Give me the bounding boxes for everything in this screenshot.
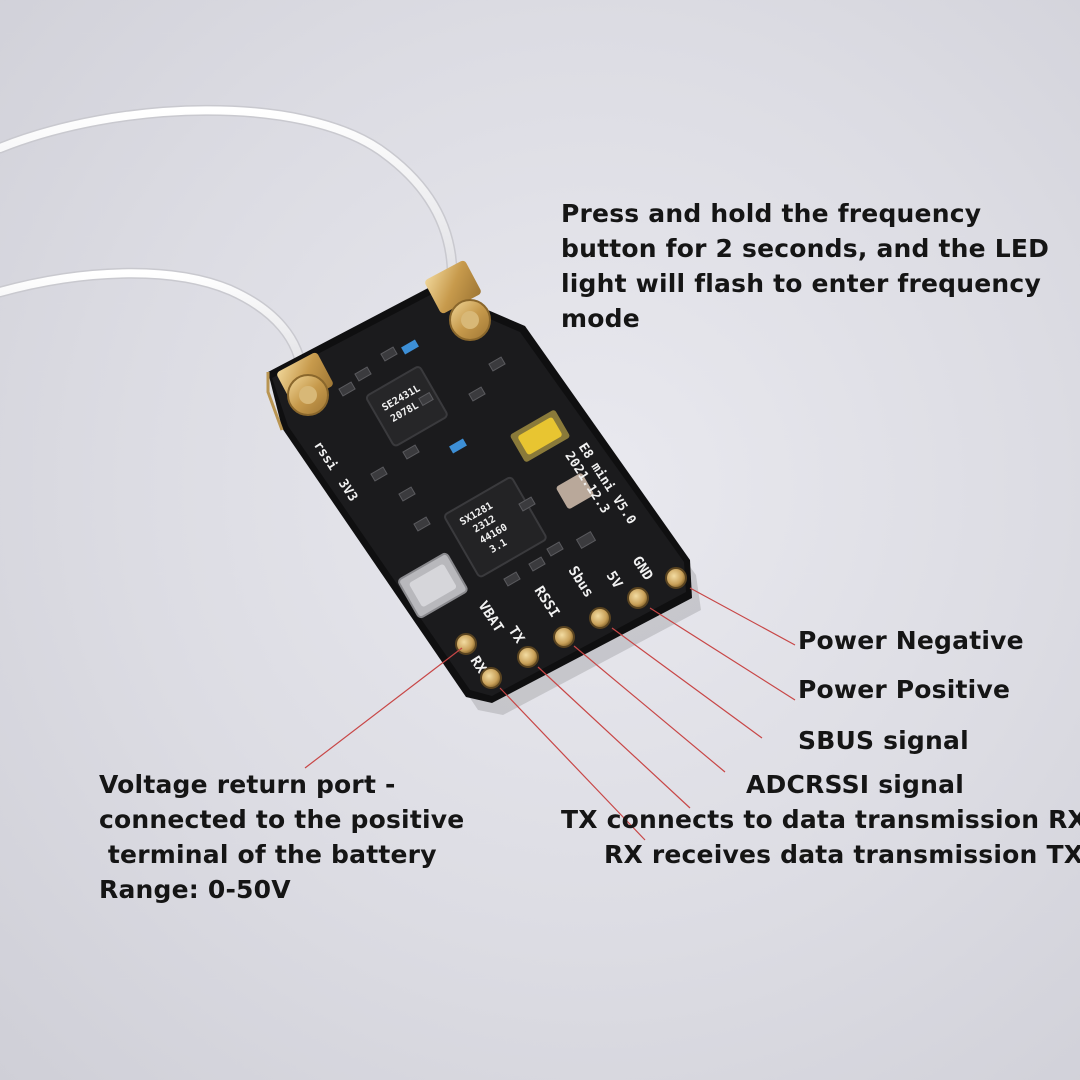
label-adcrssi-signal: ADCRSSI signal (746, 770, 964, 799)
voltage-line-3: terminal of the battery (99, 840, 437, 869)
label-power-positive: Power Positive (798, 675, 1011, 704)
callout-line-vbat (304, 647, 463, 769)
pad-sbus (589, 607, 611, 629)
callout-line-rx (499, 687, 646, 841)
crystal-oscillator (398, 552, 468, 619)
frequency-line-4: mode (561, 304, 640, 333)
callout-lines (304, 587, 796, 841)
annotation-voltage-return: Voltage return port - connected to the p… (99, 767, 464, 907)
voltage-line-2: connected to the positive (99, 805, 465, 834)
pad-5v (627, 587, 649, 609)
main-chip: SX1281 2312 44160 3.1 (444, 476, 547, 578)
pa-chip: SE2431L 2078L (365, 366, 448, 447)
label-tx-connects: TX connects to data transmission RX (561, 805, 1080, 834)
pin-label-5v: 5V (603, 568, 626, 591)
voltage-line-4: Range: 0-50V (99, 875, 291, 904)
antenna-cables (0, 104, 458, 381)
callout-line-tx (537, 666, 691, 809)
blue-inductor-2 (449, 438, 467, 454)
pad-gnd (665, 567, 687, 589)
pad-rssi (553, 626, 575, 648)
callout-line-adcrssi (573, 645, 726, 773)
annotation-frequency-button: Press and hold the frequency button for … (561, 196, 1049, 336)
pin-label-tx: TX (505, 623, 528, 646)
ufl-connector-left (277, 352, 333, 416)
receiver-board: SE2431L 2078L SX1281 2312 44160 3.1 (266, 260, 701, 715)
callout-line-sbus (611, 627, 763, 739)
pad-tx (517, 646, 539, 668)
label-power-negative: Power Negative (798, 626, 1024, 655)
blue-inductor (401, 339, 419, 355)
voltage-line-1: Voltage return port - (99, 770, 396, 799)
frequency-line-3: light will flash to enter frequency (561, 269, 1041, 298)
label-sbus-signal: SBUS signal (798, 726, 969, 755)
smd-components (338, 346, 597, 587)
solder-pads (455, 567, 687, 689)
label-rx-receives: RX receives data transmission TX (604, 840, 1080, 869)
bind-button (510, 410, 570, 462)
callout-line-power-positive (649, 607, 796, 701)
capacitor (556, 473, 594, 509)
pad-rx (480, 667, 502, 689)
ufl-connector-right (425, 260, 491, 341)
callout-line-power-negative (689, 587, 796, 646)
frequency-line-1: Press and hold the frequency (561, 199, 982, 228)
frequency-line-2: button for 2 seconds, and the LED (561, 234, 1050, 263)
